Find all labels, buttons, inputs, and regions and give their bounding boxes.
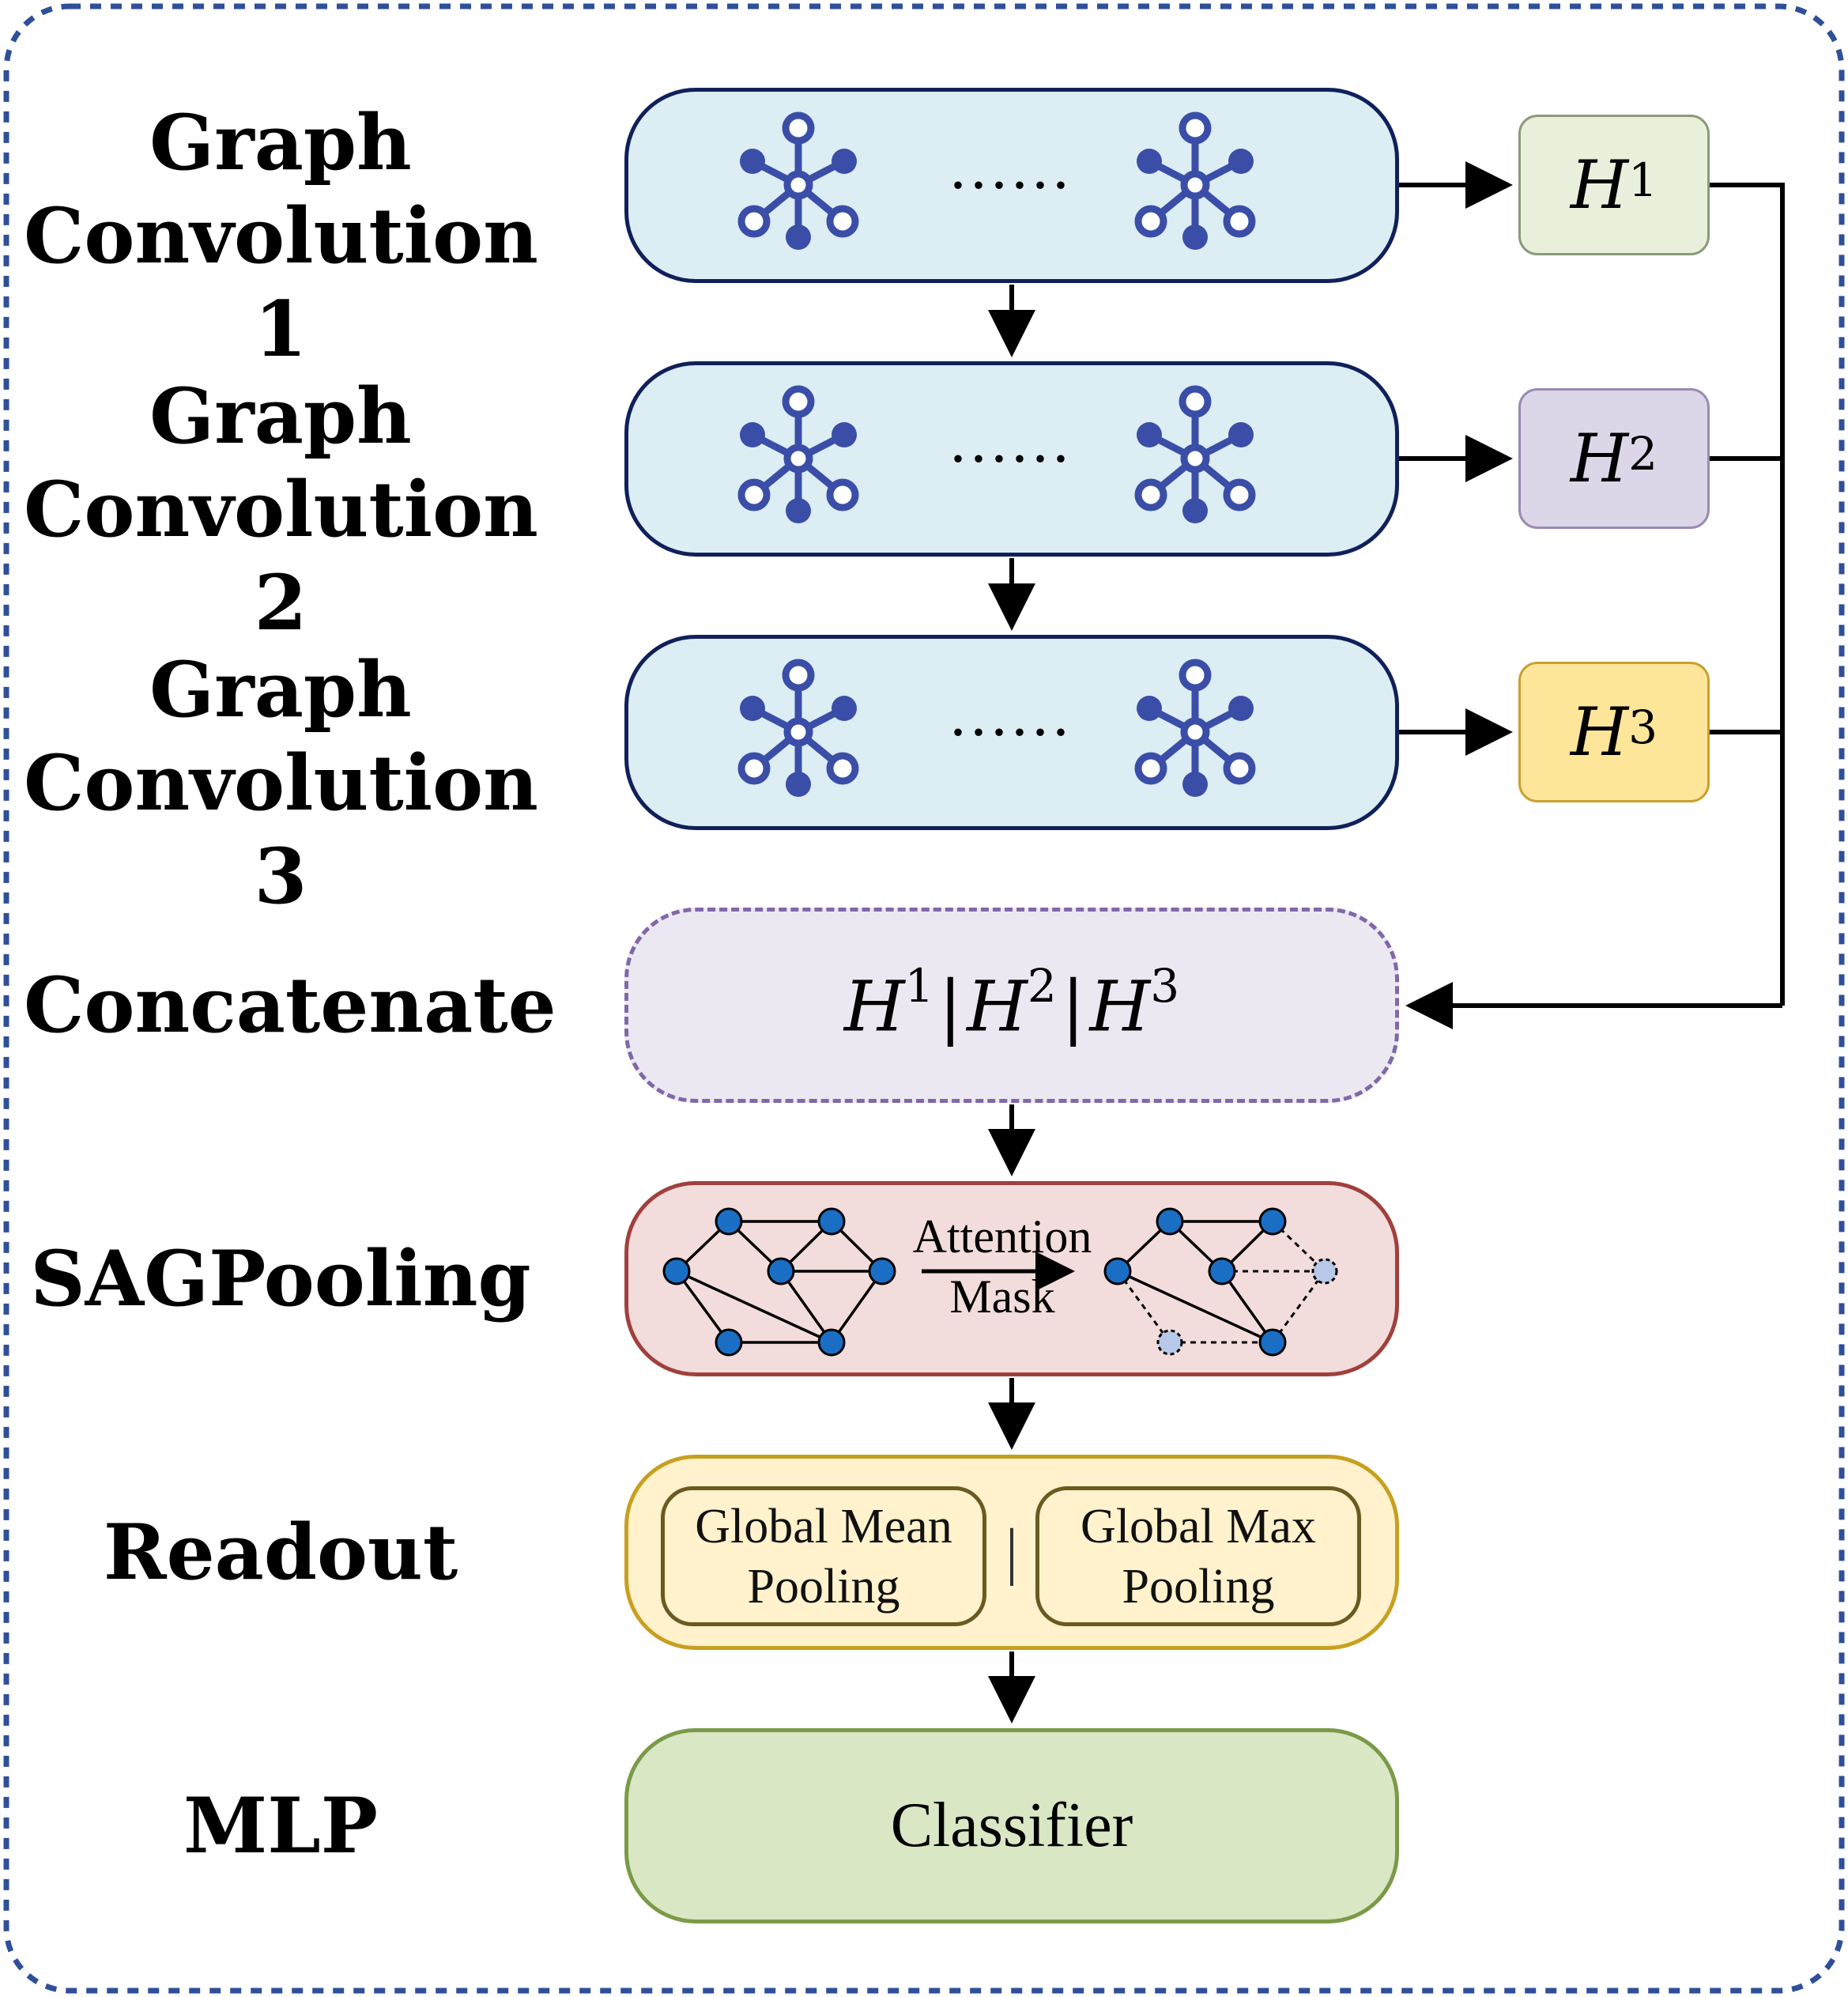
graph-conv-2-box: ......	[624, 361, 1399, 557]
feature-h3-sup: 3	[1628, 700, 1658, 754]
max-pooling-line-2: Pooling	[1122, 1559, 1275, 1614]
label-readout: Readout	[103, 1508, 458, 1597]
mean-pooling-line-1: Global Mean	[695, 1499, 952, 1553]
ellipsis: ......	[950, 680, 1073, 749]
label-concatenate: Concatenate	[24, 961, 556, 1050]
outer-frame	[3, 3, 1845, 1994]
feature-h1-base: H	[1570, 146, 1629, 224]
feature-h1-sup: 1	[1628, 153, 1658, 207]
concat-formula: H1|H2|H3	[843, 959, 1179, 1048]
graph-conv-3-box: ......	[624, 635, 1399, 830]
concat-sep-2: |	[1061, 965, 1085, 1048]
global-max-pooling-box: Global Max Pooling	[1035, 1486, 1361, 1626]
mask-label: Mask	[949, 1270, 1055, 1323]
ellipsis: ......	[950, 133, 1073, 202]
concat-h2: H	[967, 965, 1028, 1048]
attention-label: Attention	[912, 1210, 1092, 1263]
concat-s1: 1	[904, 958, 934, 1013]
max-pooling-line-1: Global Max	[1081, 1499, 1316, 1553]
feature-h3-base: H	[1570, 693, 1629, 771]
label-sagpooling: SAGPooling	[30, 1234, 531, 1323]
mlp-classifier-box: Classifier	[624, 1728, 1399, 1923]
concatenate-box: H1|H2|H3	[624, 908, 1399, 1103]
global-mean-pooling-box: Global Mean Pooling	[661, 1486, 986, 1626]
ellipsis: ......	[950, 406, 1073, 476]
feature-h2-sup: 2	[1628, 427, 1658, 481]
feature-h2-base: H	[1570, 420, 1629, 497]
graph-conv-1-box: ......	[624, 88, 1399, 283]
concat-h3: H	[1089, 965, 1151, 1048]
readout-separator: |	[1005, 1517, 1018, 1587]
concat-h1: H	[843, 965, 905, 1048]
concat-sep-1: |	[938, 965, 963, 1048]
mean-pooling-line-2: Pooling	[747, 1559, 900, 1614]
classifier-label: Classifier	[890, 1791, 1133, 1860]
h-collector-line	[1710, 183, 1785, 1006]
label-mlp: MLP	[183, 1781, 378, 1871]
concat-s2: 2	[1027, 958, 1057, 1013]
concat-s3: 3	[1150, 958, 1180, 1013]
